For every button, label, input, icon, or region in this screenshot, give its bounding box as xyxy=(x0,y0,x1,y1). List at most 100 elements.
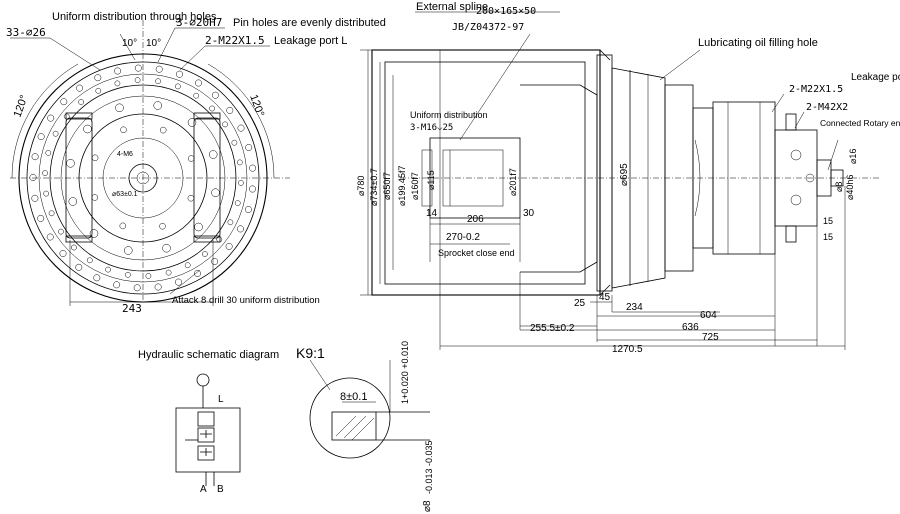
bolt-hole xyxy=(115,103,124,113)
bolt-hole xyxy=(159,222,166,230)
angle-label-10a: 10° xyxy=(122,38,137,49)
bolt-hole xyxy=(52,130,59,137)
bolt-hole xyxy=(209,105,215,112)
attack-note-label: Attack 8 drill 30 uniform distribution xyxy=(172,295,320,306)
leak-port-spec-label: 2-M22X1.5 xyxy=(789,84,843,95)
dim-780: ⌀780 xyxy=(356,176,366,196)
port-b-label: B xyxy=(217,484,224,495)
bolt-hole xyxy=(238,180,244,186)
front-view xyxy=(10,20,290,306)
bolt-hole xyxy=(68,197,78,206)
leak-port-note-label: Leakage port xyxy=(851,72,900,83)
m16-spec-label: 3-M16⌵25 xyxy=(410,123,453,133)
bolt-hole xyxy=(175,278,182,286)
dim-30: 30 xyxy=(523,208,535,219)
m42-spec-label: 2-M42X2 xyxy=(806,102,848,113)
detail-tol-upper-label: 1+0.020 +0.010 xyxy=(400,341,410,404)
bolt-hole xyxy=(37,214,45,222)
bolt-hole xyxy=(60,98,68,106)
bolt-hole xyxy=(75,263,83,271)
bolt-hole xyxy=(187,155,195,162)
bolt-hole xyxy=(237,124,245,132)
hydraulic-title-label: Hydraulic schematic diagram xyxy=(138,349,279,361)
holes-spec-label: 33-⌀26 xyxy=(6,26,46,39)
dim-650: ⌀650f7 xyxy=(382,172,392,200)
spline-title-label: External spline xyxy=(416,1,488,13)
bolt-hole xyxy=(237,225,244,233)
detail-dim-8-label: 8±0.1 xyxy=(340,391,367,403)
dim-206: 206 xyxy=(467,214,484,225)
bolt-hole xyxy=(154,283,162,291)
center-spec-2: ⌀63±0.1 xyxy=(112,191,138,198)
bolt-hole xyxy=(193,92,200,99)
bolt-hole xyxy=(222,121,228,128)
dim-234: 234 xyxy=(626,302,643,313)
hydraulic-schematic xyxy=(175,373,241,486)
spline-spec-label: 200×165×50 xyxy=(476,6,536,17)
detail-title-label: K9:1 xyxy=(296,345,325,361)
dim-636: 636 xyxy=(682,322,699,333)
bolt-hole xyxy=(175,83,181,90)
bolt-hole xyxy=(31,153,39,161)
bolt-hole xyxy=(195,79,202,87)
detail-k xyxy=(309,359,430,459)
bolt-hole xyxy=(105,266,111,273)
bolt-hole xyxy=(114,67,122,75)
pin-spec-label: 3-⌀20H7 xyxy=(176,16,222,29)
dim-201: ⌀201f7 xyxy=(508,168,518,196)
bolt-hole xyxy=(249,164,257,172)
bolt-hole xyxy=(211,91,219,99)
bolt-hole xyxy=(66,159,75,168)
bolt-hole xyxy=(37,133,45,141)
bolt-hole xyxy=(58,228,64,235)
dim-8: ⌀8 xyxy=(834,182,844,192)
spline-std-label: JB/Z04372-97 xyxy=(452,22,524,33)
dim-695: ⌀695 xyxy=(619,163,630,186)
bolt-hole xyxy=(225,242,233,250)
bolt-hole xyxy=(211,258,219,265)
bolt-hole xyxy=(194,222,203,232)
dim-25: 25 xyxy=(574,298,586,309)
bolt-hole xyxy=(120,126,127,134)
bolt-hole xyxy=(194,270,201,277)
uniform-note-label: Uniform distribution xyxy=(410,110,488,120)
bolt-hole xyxy=(145,273,152,279)
bolt-hole xyxy=(155,78,161,85)
angle-label-10b: 10° xyxy=(146,38,161,49)
bolt-hole xyxy=(47,114,55,122)
bolt-hole xyxy=(244,206,252,213)
bolt-hole xyxy=(134,77,141,83)
bolt-hole xyxy=(83,124,92,134)
bolt-hole xyxy=(249,185,256,193)
bolt-hole xyxy=(31,194,39,202)
bolt-hole xyxy=(91,154,99,162)
dim-14: 14 xyxy=(426,208,438,219)
dim-160: ⌀160f7 xyxy=(410,172,420,200)
bolt-hole xyxy=(119,222,127,230)
bolt-hole xyxy=(133,284,141,292)
port-a-label: A xyxy=(200,484,207,495)
port-spec-label: 2-M22X1.5 xyxy=(205,34,265,47)
dim-255: 255.5±0.2 xyxy=(530,323,575,334)
dim-270: 270-0.2 xyxy=(446,232,480,243)
encoder-note-label: Connected Rotary encoder (K) xyxy=(820,118,900,128)
dim-45: 45 xyxy=(599,292,611,303)
bolt-hole xyxy=(125,271,131,278)
bolt-hole xyxy=(153,101,162,110)
bolt-hole xyxy=(226,106,234,114)
bolt-hole xyxy=(94,74,102,82)
bolt-hole xyxy=(89,229,99,238)
bolt-hole xyxy=(211,188,220,197)
sprocket-note-label: Sprocket close end xyxy=(438,248,515,258)
bolt-hole xyxy=(187,118,197,127)
dim-1270: 1270.5 xyxy=(612,344,643,355)
bolt-hole xyxy=(48,210,55,217)
bolt-hole xyxy=(234,200,241,206)
dim-40: ⌀40h6 xyxy=(845,175,855,200)
bolt-hole xyxy=(43,190,50,197)
bolt-hole xyxy=(134,64,142,72)
bolt-hole xyxy=(208,150,218,159)
center-spec-1: 4-M6 xyxy=(117,151,133,158)
bolt-hole xyxy=(176,70,183,78)
bolt-hole xyxy=(93,274,101,282)
